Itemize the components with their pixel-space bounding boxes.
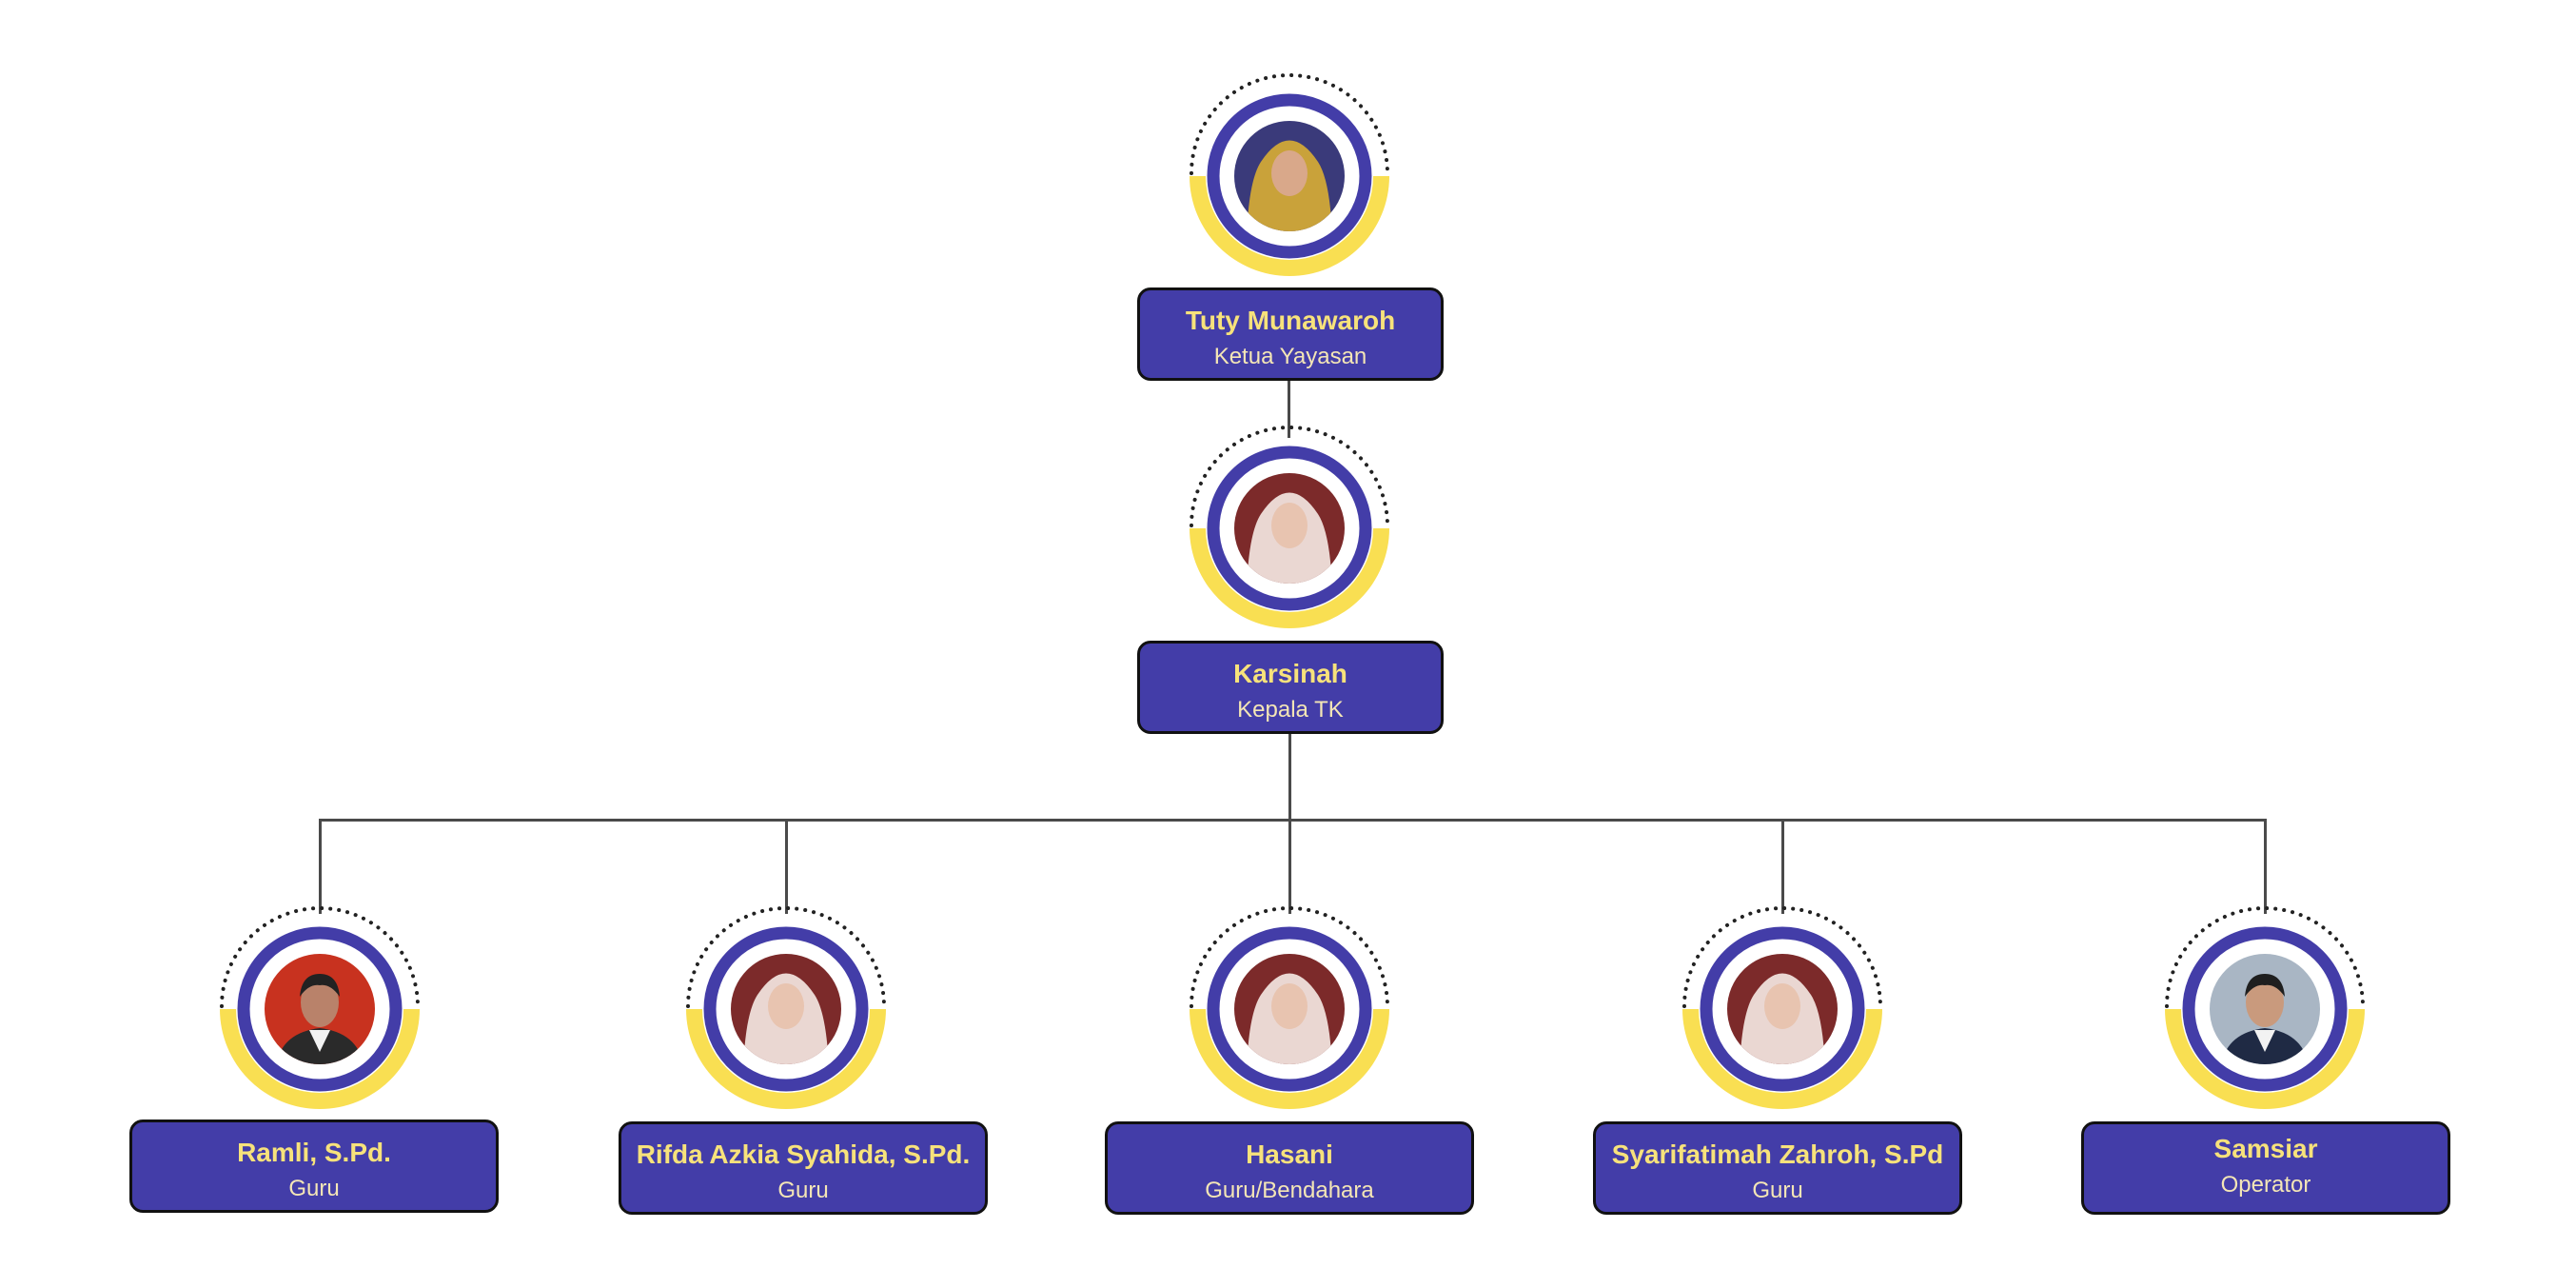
- dotted-arc: [2165, 906, 2365, 1008]
- node-card: Rifda Azkia Syahida, S.Pd. Guru: [619, 1121, 988, 1215]
- connector-drop-1: [319, 819, 322, 914]
- purple-ring: [1207, 93, 1372, 259]
- node-role: Ketua Yayasan: [1213, 344, 1367, 369]
- dotted-arc: [1682, 906, 1882, 1008]
- connector-drop-3: [1288, 819, 1291, 914]
- yellow-arc: [220, 1009, 420, 1109]
- node-card: Tuty Munawaroh Ketua Yayasan: [1137, 287, 1444, 381]
- connector-drop-5: [2264, 819, 2267, 914]
- portrait-photo: [1234, 954, 1345, 1064]
- dotted-arc: [686, 906, 886, 1008]
- yellow-arc: [1190, 528, 1389, 628]
- portrait-photo: [1727, 954, 1838, 1064]
- connector-top: [1288, 379, 1290, 438]
- yellow-arc: [1190, 1009, 1389, 1109]
- portrait-photo: [731, 954, 841, 1064]
- avatar-samsiar: [2155, 900, 2374, 1119]
- avatar-syarifatimah-zahroh: [1673, 900, 1892, 1119]
- dotted-arc: [1190, 426, 1389, 527]
- dotted-arc: [1190, 73, 1389, 175]
- avatar-karsinah: [1180, 419, 1399, 638]
- purple-ring: [237, 926, 403, 1092]
- avatar-hasani: [1180, 900, 1399, 1119]
- node-role: Kepala TK: [1237, 697, 1344, 723]
- node-card: Samsiar Operator: [2081, 1121, 2450, 1215]
- node-role: Guru: [288, 1176, 340, 1201]
- purple-ring: [703, 926, 869, 1092]
- woman-white-hijab-photo-icon: [686, 906, 886, 1109]
- node-name: Syarifatimah Zahroh, S.Pd: [1611, 1139, 1944, 1169]
- woman-yellow-hijab-photo-icon: [1190, 73, 1389, 276]
- node-role: Guru: [1752, 1178, 1803, 1203]
- connector-drop-4: [1781, 819, 1784, 914]
- node-name: Ramli, S.Pd.: [237, 1138, 391, 1167]
- man-suit-photo-icon: [2165, 906, 2365, 1109]
- node-name: Karsinah: [1233, 659, 1347, 688]
- portrait-photo: [1234, 473, 1345, 584]
- node-role: Operator: [2220, 1172, 2311, 1198]
- connector-horizontal: [319, 819, 2266, 822]
- node-card: Hasani Guru/Bendahara: [1105, 1121, 1474, 1215]
- woman-white-hijab-photo-icon: [1682, 906, 1882, 1109]
- man-red-background-photo-icon: [220, 906, 420, 1109]
- dotted-arc: [220, 906, 420, 1008]
- woman-white-hijab-photo-icon: [1190, 906, 1389, 1109]
- avatar-rifda-azkia-syahida: [677, 900, 895, 1119]
- dotted-arc: [1190, 906, 1389, 1008]
- node-name: Samsiar: [2213, 1134, 2318, 1163]
- woman-white-hijab-photo-icon: [1190, 426, 1389, 628]
- yellow-arc: [2165, 1009, 2365, 1109]
- yellow-arc: [1682, 1009, 1882, 1109]
- purple-ring: [1700, 926, 1865, 1092]
- node-name: Rifda Azkia Syahida, S.Pd.: [636, 1139, 971, 1169]
- purple-ring: [1207, 926, 1372, 1092]
- yellow-arc: [1190, 176, 1389, 276]
- avatar-tuty-munawaroh: [1180, 67, 1399, 286]
- portrait-photo: [1234, 121, 1345, 231]
- portrait-photo: [265, 954, 375, 1064]
- purple-ring: [1207, 446, 1372, 611]
- yellow-arc: [686, 1009, 886, 1109]
- node-role: Guru/Bendahara: [1205, 1178, 1374, 1203]
- node-card: Syarifatimah Zahroh, S.Pd Guru: [1593, 1121, 1962, 1215]
- purple-ring: [2182, 926, 2348, 1092]
- connector-drop-2: [785, 819, 788, 914]
- node-name: Hasani: [1246, 1139, 1333, 1169]
- node-card: Karsinah Kepala TK: [1137, 641, 1444, 734]
- node-card: Ramli, S.Pd. Guru: [129, 1120, 499, 1213]
- node-role: Guru: [777, 1178, 829, 1203]
- node-name: Tuty Munawaroh: [1185, 306, 1396, 335]
- avatar-ramli: [210, 900, 429, 1119]
